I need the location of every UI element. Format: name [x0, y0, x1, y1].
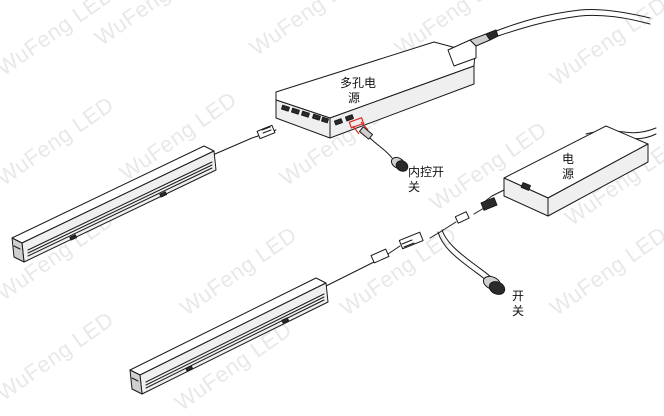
power-supply-label: 电 源 — [562, 152, 574, 182]
inner-control-switch — [358, 126, 409, 172]
inner-control-switch-label-line2: 关 — [408, 180, 421, 194]
power-supply-label-line2: 源 — [562, 167, 575, 181]
output-ports — [281, 104, 354, 126]
switch-label-line1: 开 — [512, 289, 525, 303]
light-bar-bottom-lead — [325, 248, 390, 287]
multi-hole-power-label-line1: 多孔电 — [340, 76, 377, 90]
light-bar-top-lead — [214, 124, 277, 155]
bar-lead-connector — [387, 231, 424, 255]
light-bar-top — [11, 145, 217, 263]
multi-hole-power-label: 多孔电 源 — [340, 76, 376, 106]
switch-label: 开 关 — [512, 289, 524, 319]
inner-control-switch-label-line1: 内控开 — [408, 165, 445, 179]
light-bar-bottom — [129, 277, 329, 395]
power-lead-connector — [454, 197, 498, 224]
power-supply — [483, 125, 657, 217]
inner-control-switch-label: 内控开 关 — [408, 165, 444, 195]
multi-hole-power-supply — [275, 9, 651, 139]
switch-label-line2: 关 — [512, 304, 525, 318]
highlighted-port — [348, 117, 369, 135]
multi-hole-power-label-line2: 源 — [348, 91, 361, 105]
diagram-drawing — [11, 9, 657, 395]
switch-branch — [429, 221, 506, 295]
power-supply-label-line1: 电 — [562, 152, 575, 166]
